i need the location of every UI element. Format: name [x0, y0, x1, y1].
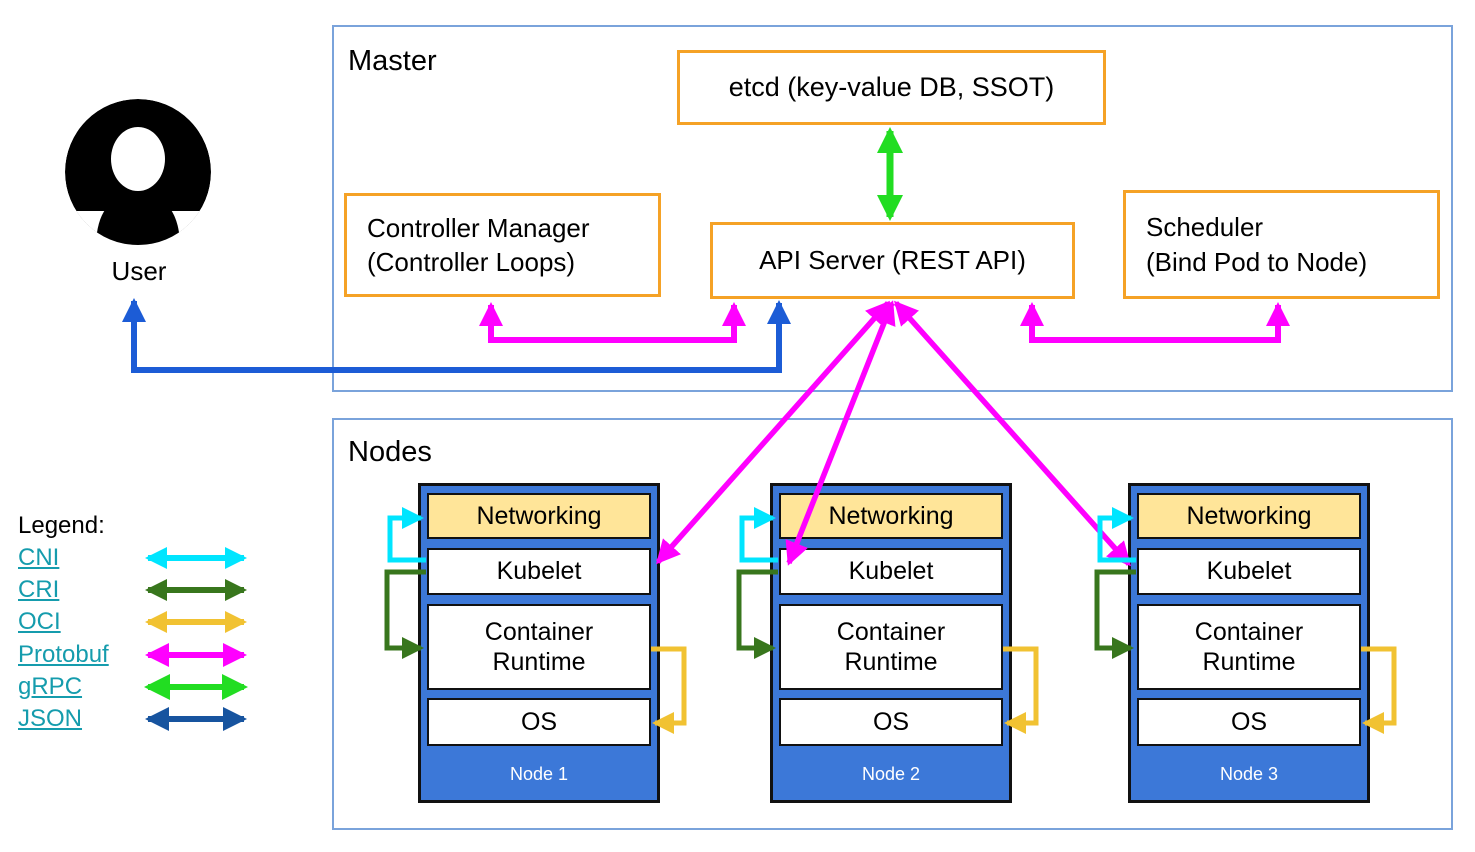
etcd-box: etcd (key-value DB, SSOT): [677, 50, 1106, 125]
layer-container-runtime: Container Runtime: [779, 604, 1003, 690]
layer-container-runtime: Container Runtime: [1137, 604, 1361, 690]
user-label: User: [111, 256, 167, 286]
layer-kubelet: Kubelet: [427, 548, 651, 595]
layer-os: OS: [427, 698, 651, 746]
scheduler-label-line2: (Bind Pod to Node): [1146, 246, 1368, 277]
node-label: Node 3: [1219, 764, 1279, 784]
layer-kubelet: Kubelet: [1137, 548, 1361, 595]
node-box-3: Networking Kubelet Container Runtime OS …: [1128, 483, 1370, 803]
nodes-section-label: Nodes: [348, 436, 432, 468]
legend-link-cri[interactable]: CRI: [18, 576, 60, 604]
layer-kubelet: Kubelet: [779, 548, 1003, 595]
user-icon: [65, 99, 211, 245]
layer-os: OS: [779, 698, 1003, 746]
controller-manager-label-line2: (Controller Loops): [367, 247, 576, 277]
legend-title: Legend:: [18, 512, 105, 539]
api-server-label: API Server (REST API): [759, 245, 1026, 275]
legend-link-grpc[interactable]: gRPC: [18, 672, 83, 700]
legend-link-json[interactable]: JSON: [18, 705, 83, 733]
legend: Legend: CNI CRI OCI Protobuf gRPC JSON: [18, 512, 109, 735]
scheduler-box: Scheduler (Bind Pod to Node): [1123, 190, 1440, 299]
layer-container-runtime: Container Runtime: [427, 604, 651, 690]
layer-networking: Networking: [779, 493, 1003, 539]
node-box-2: Networking Kubelet Container Runtime OS …: [770, 483, 1012, 803]
controller-manager-label-line1: Controller Manager: [367, 212, 590, 243]
legend-link-protobuf[interactable]: Protobuf: [18, 640, 109, 668]
controller-manager-box: Controller Manager (Controller Loops): [344, 193, 661, 297]
layer-networking: Networking: [1137, 493, 1361, 539]
scheduler-label-line1: Scheduler: [1146, 212, 1264, 243]
node-label: Node 1: [509, 764, 569, 784]
layer-networking: Networking: [427, 493, 651, 539]
etcd-label: etcd (key-value DB, SSOT): [728, 72, 1055, 102]
legend-link-cni[interactable]: CNI: [18, 544, 60, 572]
legend-link-oci[interactable]: OCI: [18, 608, 61, 636]
node-label: Node 2: [861, 764, 921, 784]
layer-os: OS: [1137, 698, 1361, 746]
master-section-label: Master: [348, 45, 437, 77]
api-server-box: API Server (REST API): [710, 222, 1075, 299]
node-box-1: Networking Kubelet Container Runtime OS …: [418, 483, 660, 803]
